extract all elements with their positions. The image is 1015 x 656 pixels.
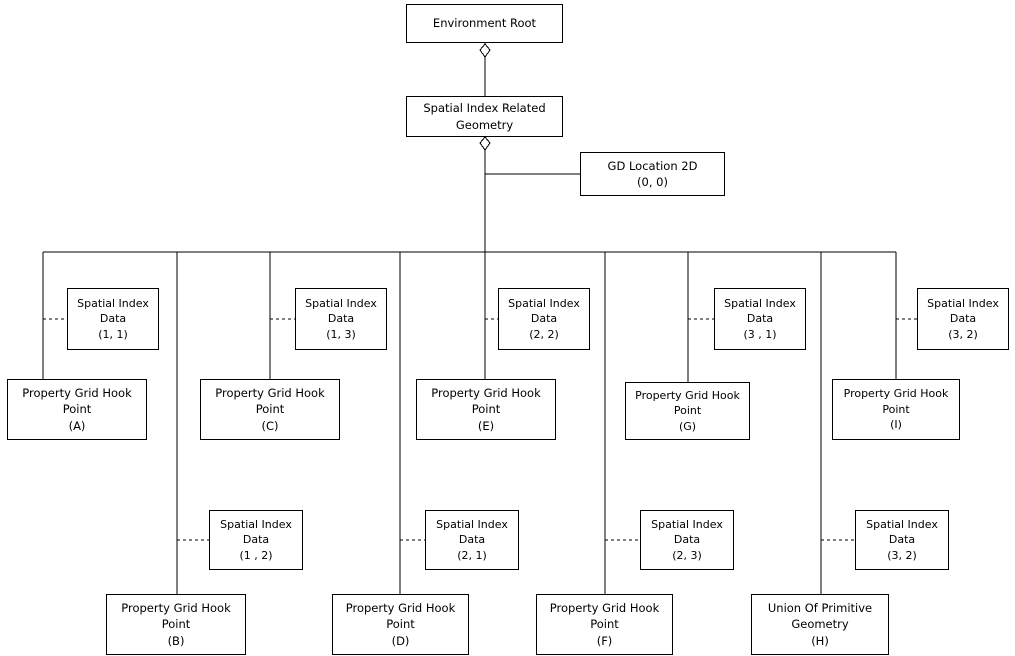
node-value: (E) xyxy=(477,418,495,433)
node-label: Geometry xyxy=(455,117,514,132)
node-value: (2, 3) xyxy=(672,548,702,562)
node-label: Point xyxy=(590,617,619,632)
node-label: Spatial Index xyxy=(724,296,796,310)
node-spatial-index-data[interactable]: Spatial Index Data (3, 2) xyxy=(855,510,949,570)
node-label: Data xyxy=(242,533,270,547)
node-property-grid-hook-point[interactable]: Property Grid Hook Point (C) xyxy=(200,379,340,440)
node-value: (1, 3) xyxy=(326,327,356,341)
node-label: Data xyxy=(673,533,701,547)
node-label: Geometry xyxy=(791,617,849,632)
node-label: Property Grid Hook xyxy=(121,601,231,615)
node-property-grid-hook-point[interactable]: Property Grid Hook Point (A) xyxy=(7,379,147,440)
node-value: (B) xyxy=(167,633,185,648)
node-label: Property Grid Hook xyxy=(345,601,456,615)
node-spatial-index-data[interactable]: Spatial Index Data (2, 1) xyxy=(425,510,519,570)
node-value: (F) xyxy=(596,633,613,648)
node-label: Spatial Index xyxy=(651,517,723,531)
node-label: Property Grid Hook xyxy=(431,386,541,400)
node-spatial-index-data[interactable]: Spatial Index Data (2, 3) xyxy=(640,510,734,570)
node-value: (1, 1) xyxy=(98,327,128,341)
node-value: (3, 2) xyxy=(887,548,917,562)
node-spatial-index-data[interactable]: Spatial Index Data (1 , 2) xyxy=(209,510,303,570)
node-label: Data xyxy=(746,312,774,326)
node-label: Spatial Index xyxy=(866,517,938,531)
node-value: (H) xyxy=(811,633,829,648)
node-value: (2, 2) xyxy=(529,327,559,341)
node-label: Point xyxy=(471,402,501,417)
node-label: Point xyxy=(161,617,191,632)
node-label: Data xyxy=(888,533,916,547)
node-spatial-index-data[interactable]: Spatial Index Data (1, 3) xyxy=(295,288,387,350)
node-label: Spatial Index xyxy=(508,296,580,310)
node-value: (G) xyxy=(678,419,697,433)
node-label: Point xyxy=(62,402,92,417)
node-label: Property Grid Hook xyxy=(215,386,325,400)
node-label: Property Grid Hook xyxy=(549,601,660,615)
node-spatial-index-data[interactable]: Spatial Index Data (1, 1) xyxy=(67,288,159,350)
node-label: GD Location 2D xyxy=(607,158,698,173)
node-gd-location-2d[interactable]: GD Location 2D (0, 0) xyxy=(580,152,725,196)
node-value: (1 , 2) xyxy=(239,548,273,562)
node-value: (I) xyxy=(890,418,902,432)
node-value: (2, 1) xyxy=(457,548,487,562)
node-label: Property Grid Hook xyxy=(843,387,949,401)
node-spatial-index-related-geometry[interactable]: Spatial Index Related Geometry xyxy=(406,96,563,137)
node-label: Property Grid Hook xyxy=(22,386,132,400)
node-label: Spatial Index xyxy=(77,296,149,310)
node-label: Spatial Index xyxy=(220,517,292,531)
node-label: Property Grid Hook xyxy=(635,388,740,402)
node-label: Union Of Primitive xyxy=(767,601,873,615)
node-label: Data xyxy=(458,533,486,547)
node-union-of-primitive-geometry[interactable]: Union Of Primitive Geometry (H) xyxy=(751,594,889,655)
node-value: (0, 0) xyxy=(637,175,668,189)
node-property-grid-hook-point[interactable]: Property Grid Hook Point (F) xyxy=(536,594,673,655)
node-property-grid-hook-point[interactable]: Property Grid Hook Point (G) xyxy=(625,382,750,440)
node-value: (3, 2) xyxy=(948,327,978,341)
node-value: (C) xyxy=(261,418,279,433)
node-spatial-index-data[interactable]: Spatial Index Data (2, 2) xyxy=(498,288,590,350)
node-label: Point xyxy=(673,404,702,418)
node-label: Spatial Index xyxy=(436,517,508,531)
node-property-grid-hook-point[interactable]: Property Grid Hook Point (I) xyxy=(832,379,960,440)
node-environment-root[interactable]: Environment Root xyxy=(406,4,563,43)
node-label: Data xyxy=(949,312,977,326)
node-label: Environment Root xyxy=(432,16,537,31)
aggregation-diamond-sirg xyxy=(479,136,491,151)
node-label: Point xyxy=(386,617,415,632)
node-label: Point xyxy=(255,402,285,417)
node-spatial-index-data[interactable]: Spatial Index Data (3 , 1) xyxy=(714,288,806,350)
node-label: Data xyxy=(99,312,127,326)
node-label: Spatial Index Related xyxy=(423,101,546,116)
node-spatial-index-data[interactable]: Spatial Index Data (3, 2) xyxy=(917,288,1009,350)
node-label: Data xyxy=(530,312,558,326)
node-property-grid-hook-point[interactable]: Property Grid Hook Point (E) xyxy=(416,379,556,440)
node-label: Spatial Index xyxy=(305,296,377,310)
node-label: Spatial Index xyxy=(927,296,999,310)
node-property-grid-hook-point[interactable]: Property Grid Hook Point (B) xyxy=(106,594,246,655)
node-label: Point xyxy=(882,402,910,416)
node-label: Data xyxy=(327,312,355,326)
node-property-grid-hook-point[interactable]: Property Grid Hook Point (D) xyxy=(332,594,469,655)
node-value: (A) xyxy=(68,418,86,433)
aggregation-diamond-root xyxy=(479,43,491,58)
node-value: (3 , 1) xyxy=(743,327,777,341)
node-value: (D) xyxy=(391,633,410,648)
